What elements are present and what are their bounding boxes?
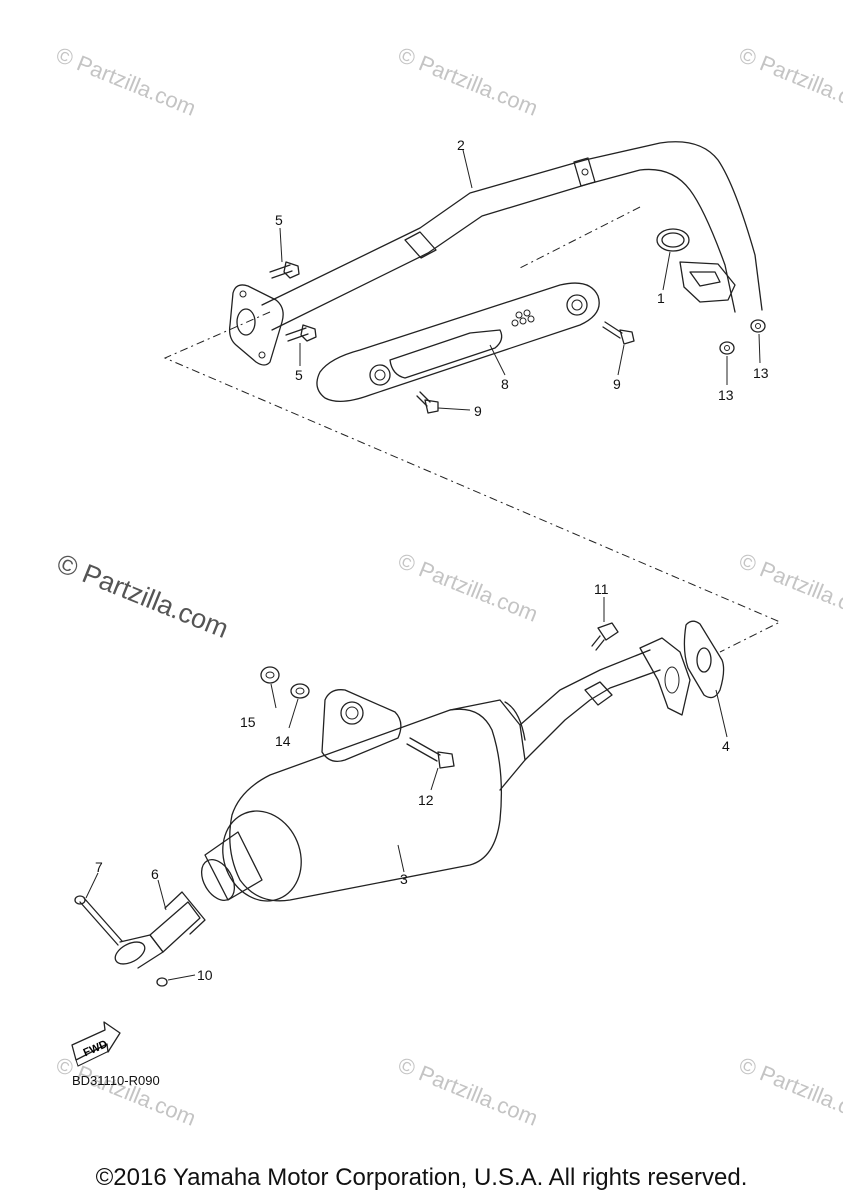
screw-part — [416, 321, 635, 414]
callout-13: 13 — [718, 387, 734, 403]
leader-lines — [85, 149, 761, 981]
gasket-part — [683, 620, 725, 699]
bolt-part — [269, 261, 317, 342]
bolt-part — [74, 895, 123, 946]
nut-part — [719, 319, 766, 355]
callout-6: 6 — [151, 866, 159, 882]
washer-part — [290, 683, 310, 699]
callout-12: 12 — [418, 792, 434, 808]
callout-13: 13 — [753, 365, 769, 381]
nut-part — [156, 977, 168, 987]
callout-5: 5 — [295, 367, 303, 383]
bolt-part — [406, 737, 455, 769]
spark-arrester-part — [114, 891, 206, 969]
heat-protector-part — [316, 282, 600, 402]
callout-5: 5 — [275, 212, 283, 228]
callout-9: 9 — [613, 376, 621, 392]
callout-9: 9 — [474, 403, 482, 419]
assembly-line — [519, 206, 641, 269]
nut-part — [260, 666, 280, 684]
callout-14: 14 — [275, 733, 291, 749]
muffler-part — [200, 637, 691, 902]
callout-7: 7 — [95, 859, 103, 875]
callout-4: 4 — [722, 738, 730, 754]
callout-8: 8 — [501, 376, 509, 392]
callout-3: 3 — [400, 871, 408, 887]
callout-10: 10 — [197, 967, 213, 983]
fwd-arrow-icon: FWD — [71, 1021, 121, 1067]
copyright-notice: ©2016 Yamaha Motor Corporation, U.S.A. A… — [95, 1164, 748, 1191]
gasket-ring-part — [656, 228, 690, 252]
fwd-label: FWD — [82, 1038, 110, 1059]
diagram-code: BD31110-R090 — [72, 1073, 160, 1088]
callout-11: 11 — [594, 581, 609, 597]
exhaust-pipe-part — [228, 141, 763, 366]
callout-1: 1 — [657, 290, 665, 306]
callout-15: 15 — [240, 714, 256, 730]
callout-2: 2 — [457, 137, 465, 153]
assembly-line — [163, 311, 782, 653]
bolt-part — [591, 622, 619, 651]
